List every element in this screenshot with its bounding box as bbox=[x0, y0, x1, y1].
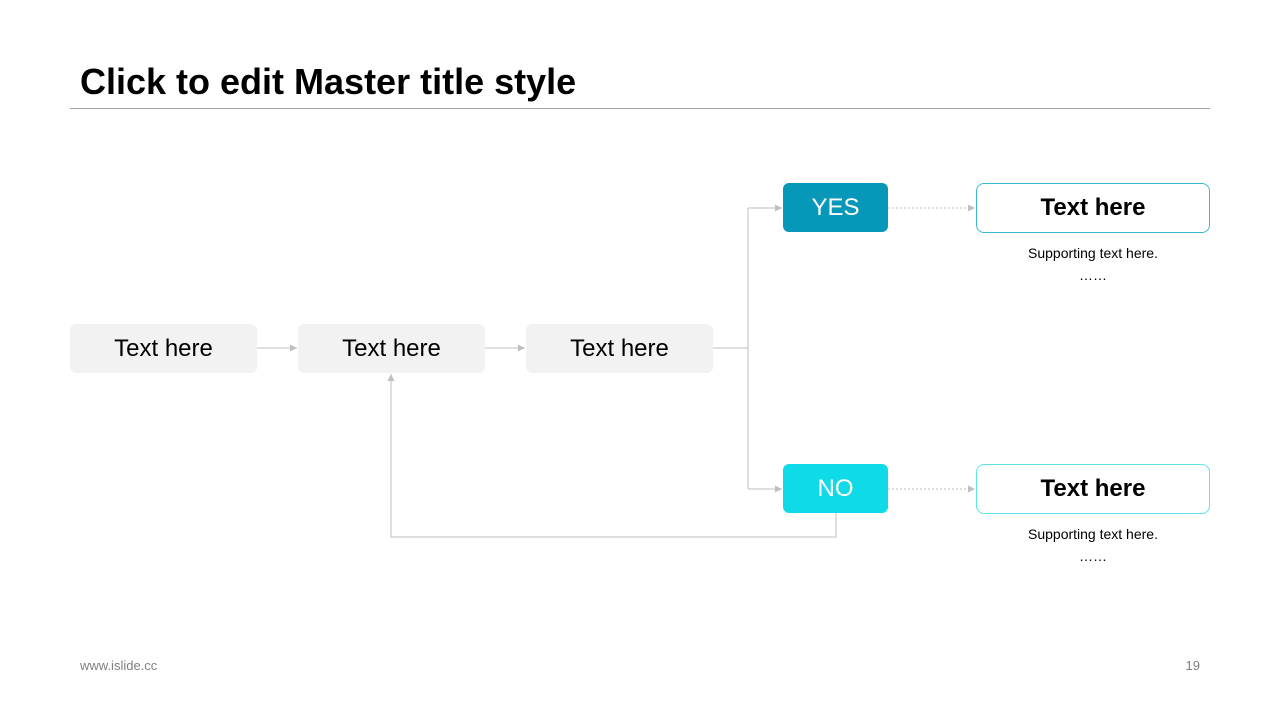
yes-supporting-line: Supporting text here. bbox=[1028, 245, 1158, 261]
slide-title: Click to edit Master title style bbox=[80, 61, 577, 102]
flow-step-1[interactable]: Text here bbox=[70, 324, 257, 373]
connector-no-loopback bbox=[387, 374, 837, 538]
flow-step-2-label: Text here bbox=[342, 334, 441, 362]
flow-step-3-label: Text here bbox=[570, 334, 669, 362]
decision-yes-label: YES bbox=[811, 193, 860, 221]
yes-result-title: Text here bbox=[1040, 194, 1146, 221]
page-number: 19 bbox=[1185, 658, 1200, 673]
decision-no-label: NO bbox=[817, 474, 854, 502]
decision-yes[interactable]: YES bbox=[783, 183, 888, 232]
title-divider bbox=[70, 108, 1210, 109]
no-supporting-text: Supporting text here. …… bbox=[976, 523, 1210, 567]
flow-step-3[interactable]: Text here bbox=[526, 324, 713, 373]
flow-step-1-label: Text here bbox=[114, 334, 213, 362]
yes-supporting-text: Supporting text here. …… bbox=[976, 242, 1210, 286]
no-result-title: Text here bbox=[1040, 475, 1146, 502]
footer-url: www.islide.cc bbox=[80, 658, 158, 673]
no-supporting-ellipsis: …… bbox=[1079, 548, 1107, 564]
yes-supporting-ellipsis: …… bbox=[1079, 267, 1107, 283]
no-supporting-line: Supporting text here. bbox=[1028, 526, 1158, 542]
no-result-box[interactable]: Text here bbox=[976, 464, 1210, 514]
flow-step-2[interactable]: Text here bbox=[298, 324, 485, 373]
decision-no[interactable]: NO bbox=[783, 464, 888, 513]
yes-result-box[interactable]: Text here bbox=[976, 183, 1210, 233]
